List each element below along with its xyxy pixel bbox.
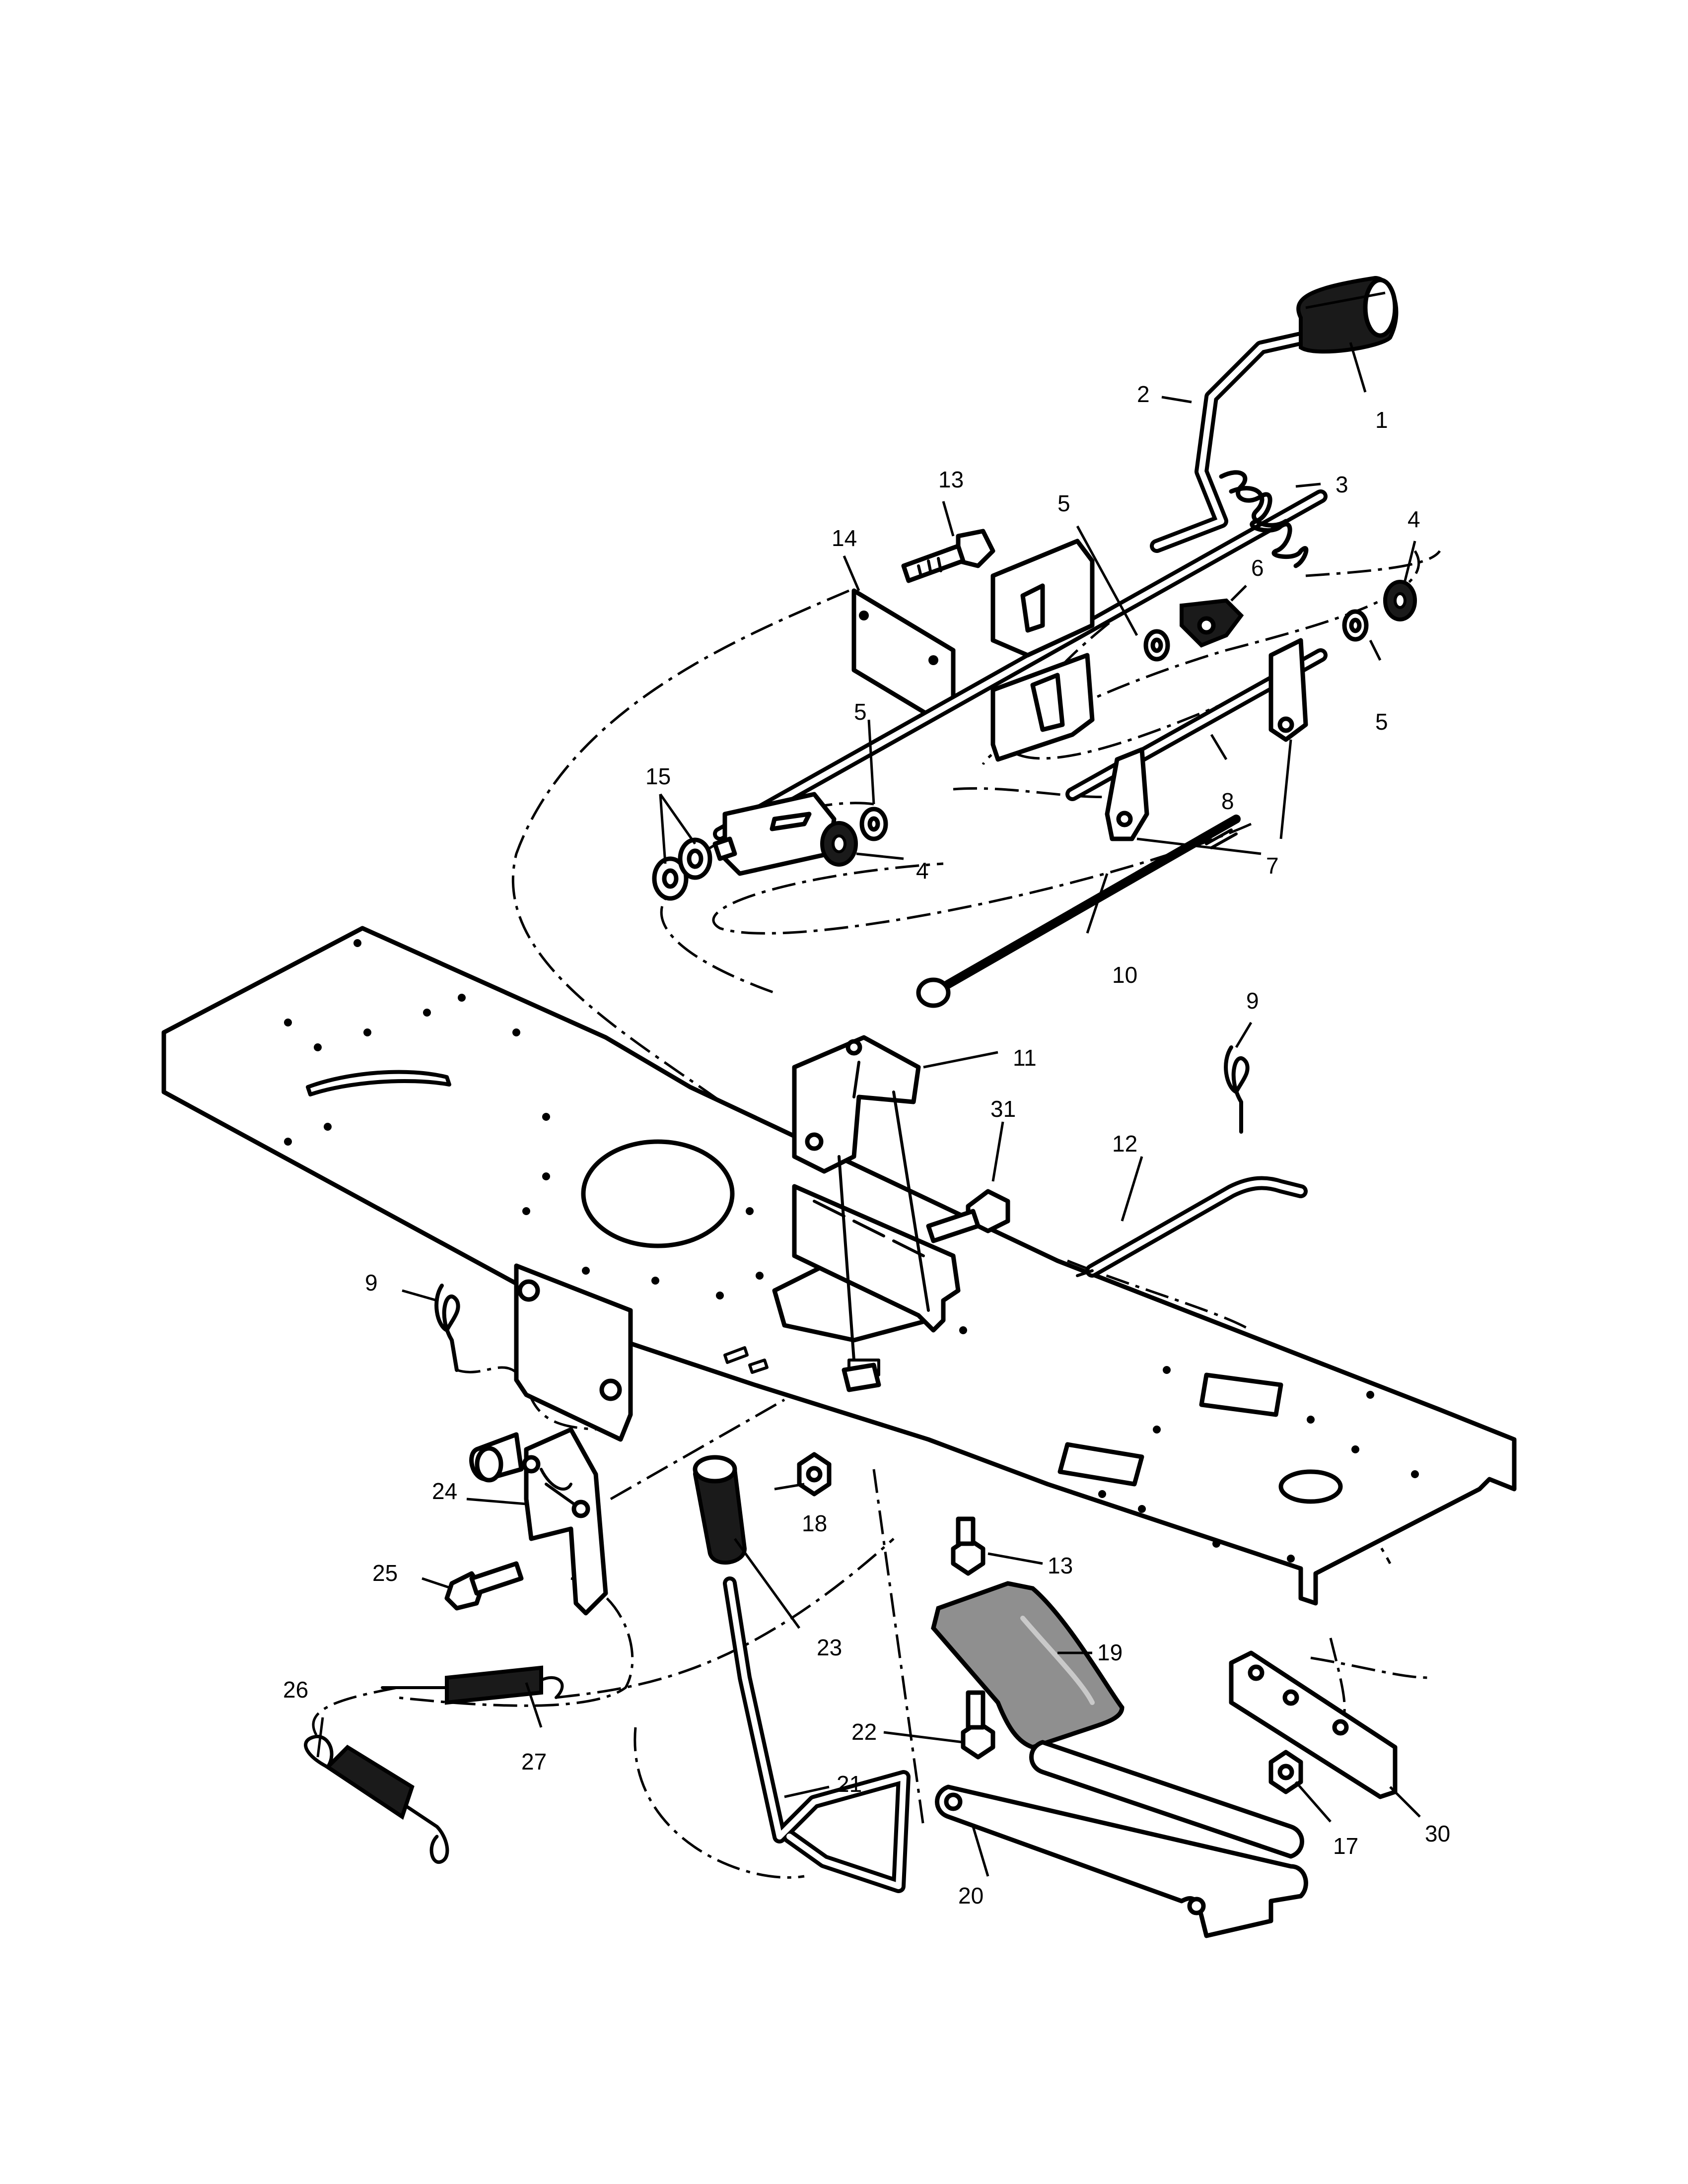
callout-1: 1 [1375, 407, 1388, 433]
spring-27 [445, 1665, 543, 1705]
lever-assembly [1150, 275, 1399, 568]
frame-holes [284, 939, 1419, 1563]
callout-8: 8 [1221, 788, 1234, 814]
right-shaft [916, 580, 1417, 1008]
callout-7-right: 7 [1266, 853, 1279, 879]
grip-1 [1296, 275, 1399, 354]
link-20 [935, 1784, 1308, 1938]
spring-3 [1219, 470, 1309, 568]
callout-5-left: 5 [854, 699, 867, 725]
bracket-24 [524, 1427, 608, 1616]
callout-9-right: 9 [1246, 988, 1259, 1014]
rod-12-group [434, 1045, 1308, 1372]
callout-5-right: 5 [1375, 709, 1388, 735]
callout-11: 11 [1013, 1045, 1037, 1071]
callout-13-lower: 13 [1048, 1553, 1073, 1578]
callout-13-upper: 13 [938, 467, 964, 492]
callout-15: 15 [645, 763, 671, 789]
callout-25: 25 [372, 1560, 398, 1586]
bolt-13-upper [901, 529, 995, 583]
callout-4-left: 4 [916, 858, 929, 884]
pedal-group [693, 1452, 911, 1893]
bracket-11 [792, 1035, 921, 1174]
callout-4-right: 4 [1407, 506, 1420, 532]
callout-14: 14 [832, 525, 857, 551]
callout-31: 31 [990, 1096, 1016, 1122]
bolt-25 [444, 1561, 524, 1611]
clip-9-left [434, 1284, 460, 1372]
plate-30-group [1229, 1650, 1398, 1799]
leader-lines [316, 342, 1421, 1877]
callout-10: 10 [1112, 962, 1137, 988]
pad-group [931, 1516, 1308, 1938]
lower-left-group [304, 1427, 608, 1864]
clip-9-right [1224, 1045, 1250, 1134]
callout-22: 22 [851, 1719, 877, 1745]
spring-26 [304, 1734, 449, 1864]
upper-assembly [652, 489, 1328, 901]
bracket-11-group [792, 1035, 1010, 1392]
callout-24: 24 [432, 1478, 457, 1504]
callout-5-top: 5 [1057, 490, 1070, 516]
bolt-31 [926, 1189, 1010, 1243]
callout-30: 30 [1425, 1821, 1450, 1846]
callout-19: 19 [1097, 1639, 1123, 1665]
callout-23: 23 [817, 1635, 842, 1660]
callout-labels: 1 2 3 4 5 6 13 14 5 5 15 8 7 4 10 9 11 3… [283, 381, 1450, 1909]
pad-19 [931, 1581, 1125, 1750]
callout-26: 26 [283, 1677, 308, 1703]
callout-17: 17 [1333, 1833, 1358, 1859]
callout-12: 12 [1112, 1131, 1137, 1157]
callout-18: 18 [802, 1510, 827, 1536]
bracket-plate-14 [851, 588, 956, 717]
callout-2: 2 [1137, 381, 1150, 407]
callout-9-left: 9 [365, 1270, 378, 1296]
callout-21: 21 [837, 1771, 862, 1797]
callout-6: 6 [1251, 555, 1264, 581]
callout-3: 3 [1336, 472, 1348, 497]
callout-27: 27 [521, 1749, 547, 1774]
callout-20: 20 [958, 1883, 984, 1909]
